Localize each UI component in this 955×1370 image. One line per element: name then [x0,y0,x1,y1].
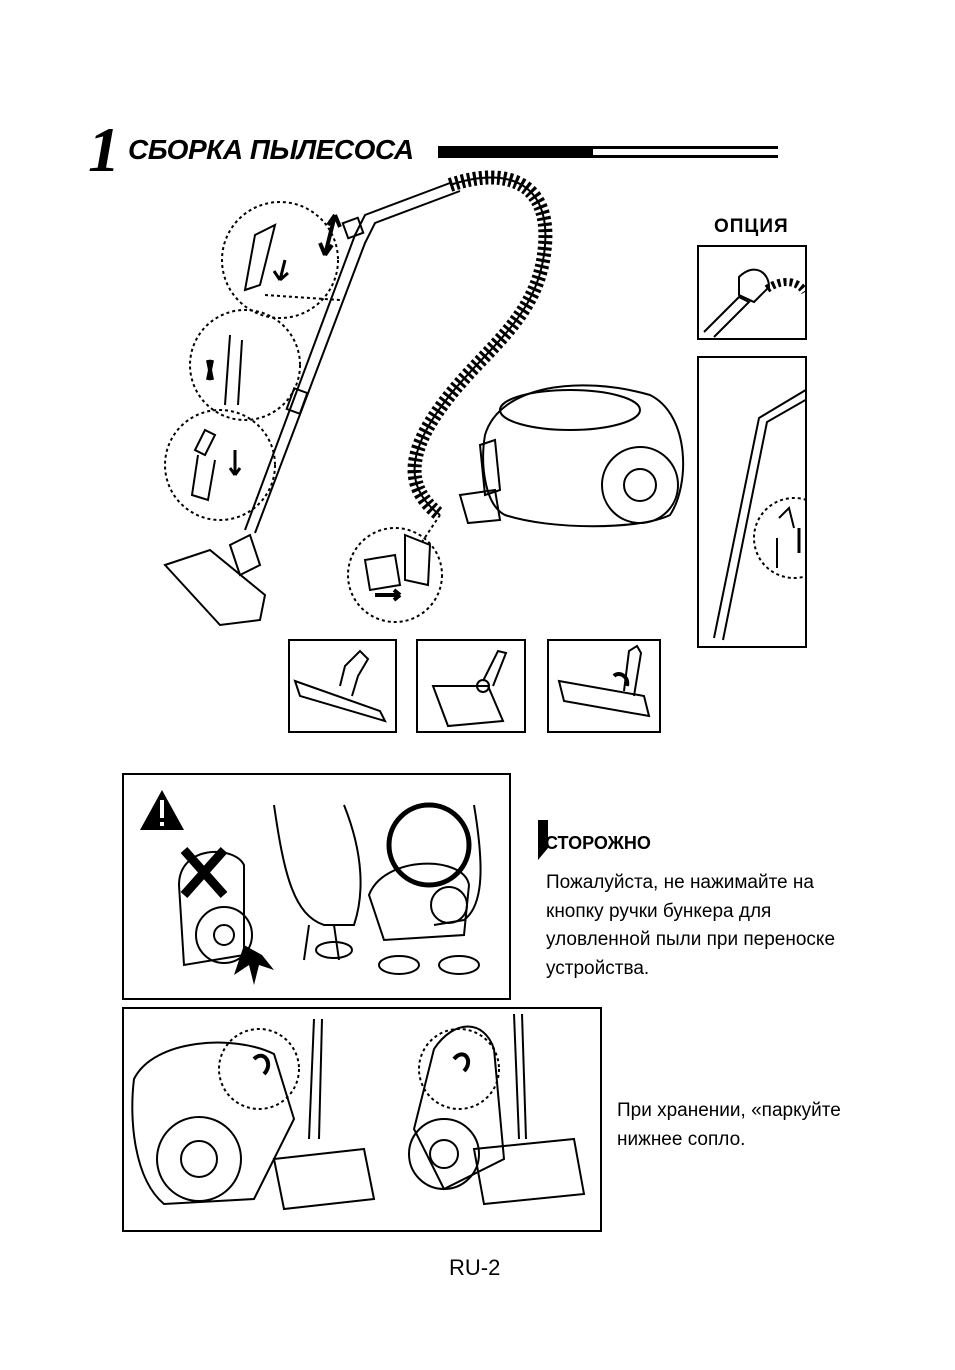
caution-title: СТОРОЖНО [545,833,651,854]
title-rule [438,146,593,158]
section-title: СБОРКА ПЫЛЕСОСА [128,134,414,166]
cross-mark-icon [184,850,224,895]
warning-triangle-icon [140,790,184,830]
parking-illustration [122,1007,602,1232]
wand-icon [699,358,805,646]
hose-handle-icon [699,247,805,338]
nozzle-icon [549,641,659,731]
section-number: 1 [88,118,120,182]
nozzle-option-3 [547,639,661,733]
option-image-wand [697,356,807,648]
title-rule [593,155,778,158]
nozzle-option-2 [416,639,526,733]
option-image-hose-handle [697,245,807,340]
nozzle-option-1 [288,639,397,733]
storage-text: При хранении, «паркуйте нижнее сопло. [617,1097,877,1154]
vacuum-assembly-illustration [150,165,690,635]
page-number: RU-2 [449,1255,500,1281]
option-label: ОПЦИЯ [714,216,789,238]
nozzle-icon [418,641,524,731]
title-rule [593,146,778,149]
caution-text: Пожалуйста, не нажимайте на кнопку ручки… [546,869,846,983]
caution-illustration [122,773,511,1000]
nozzle-icon [290,641,395,731]
